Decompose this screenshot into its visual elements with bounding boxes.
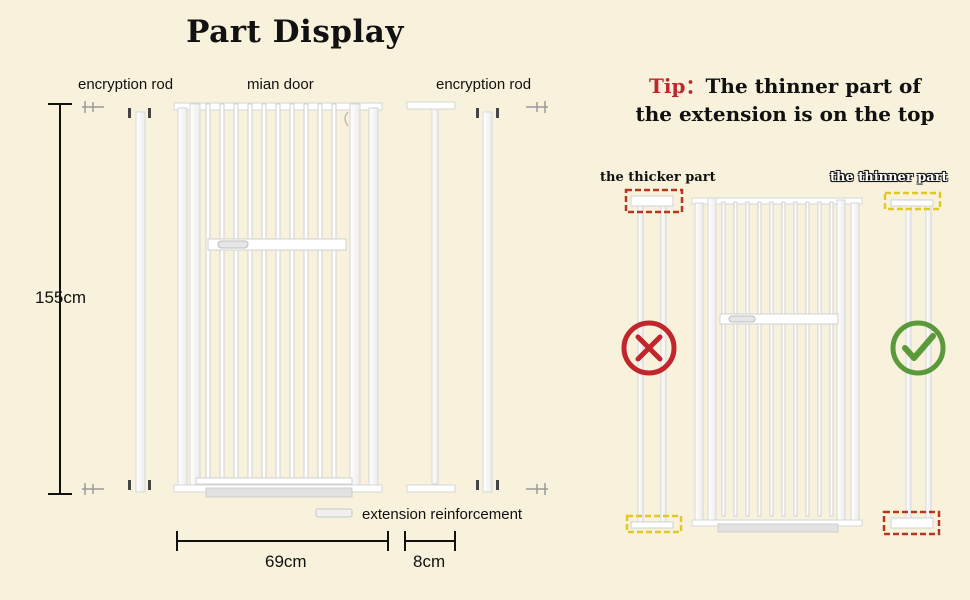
bolt-icon (526, 101, 548, 113)
right-rod-label: encryption rod (436, 76, 532, 93)
wrong-x-icon (621, 320, 677, 376)
extension-right-orientation (890, 199, 934, 529)
assembled-gate (691, 197, 863, 533)
thinner-part-label: the thinner part (830, 170, 948, 185)
tip-line-2: the extension is on the top (635, 102, 935, 126)
main-door-label: mian door (247, 76, 314, 93)
left-encryption-rod (128, 108, 151, 493)
height-dimension-line (48, 103, 72, 495)
extension-width-dimension-label: 8cm (413, 552, 446, 571)
tip-prefix: Tip (649, 74, 686, 98)
main-width-dimension-line (176, 531, 389, 551)
extension-wrong-orientation (630, 195, 674, 529)
tip-line-1: Tip：The thinner part of (600, 72, 970, 100)
main-width-dimension-label: 69cm (265, 552, 307, 571)
reinforcement-label: extension reinforcement (362, 506, 523, 523)
tip-text: Tip：The thinner part of the extension is… (600, 72, 970, 128)
reinforcement-icon (315, 508, 353, 518)
tip-separator: ： (685, 74, 706, 98)
bolt-icon (82, 101, 104, 113)
bottom-thick-part-highlight (882, 510, 941, 536)
extension-width-dimension-line (404, 531, 456, 551)
extension-piece (406, 101, 456, 493)
thinner-part-highlight (883, 191, 942, 211)
thicker-part-highlight (624, 188, 684, 214)
bolt-icon (526, 483, 548, 495)
bottom-thin-part-highlight (625, 514, 683, 534)
main-door (173, 102, 383, 498)
page-title: Part Display (186, 14, 404, 50)
check-icon (890, 320, 946, 376)
bolt-icon (82, 483, 104, 495)
thicker-part-label: the thicker part (600, 170, 716, 185)
left-rod-label: encryption rod (78, 76, 174, 93)
tip-line-1-text: The thinner part of (705, 74, 921, 98)
right-encryption-rod (476, 108, 499, 493)
